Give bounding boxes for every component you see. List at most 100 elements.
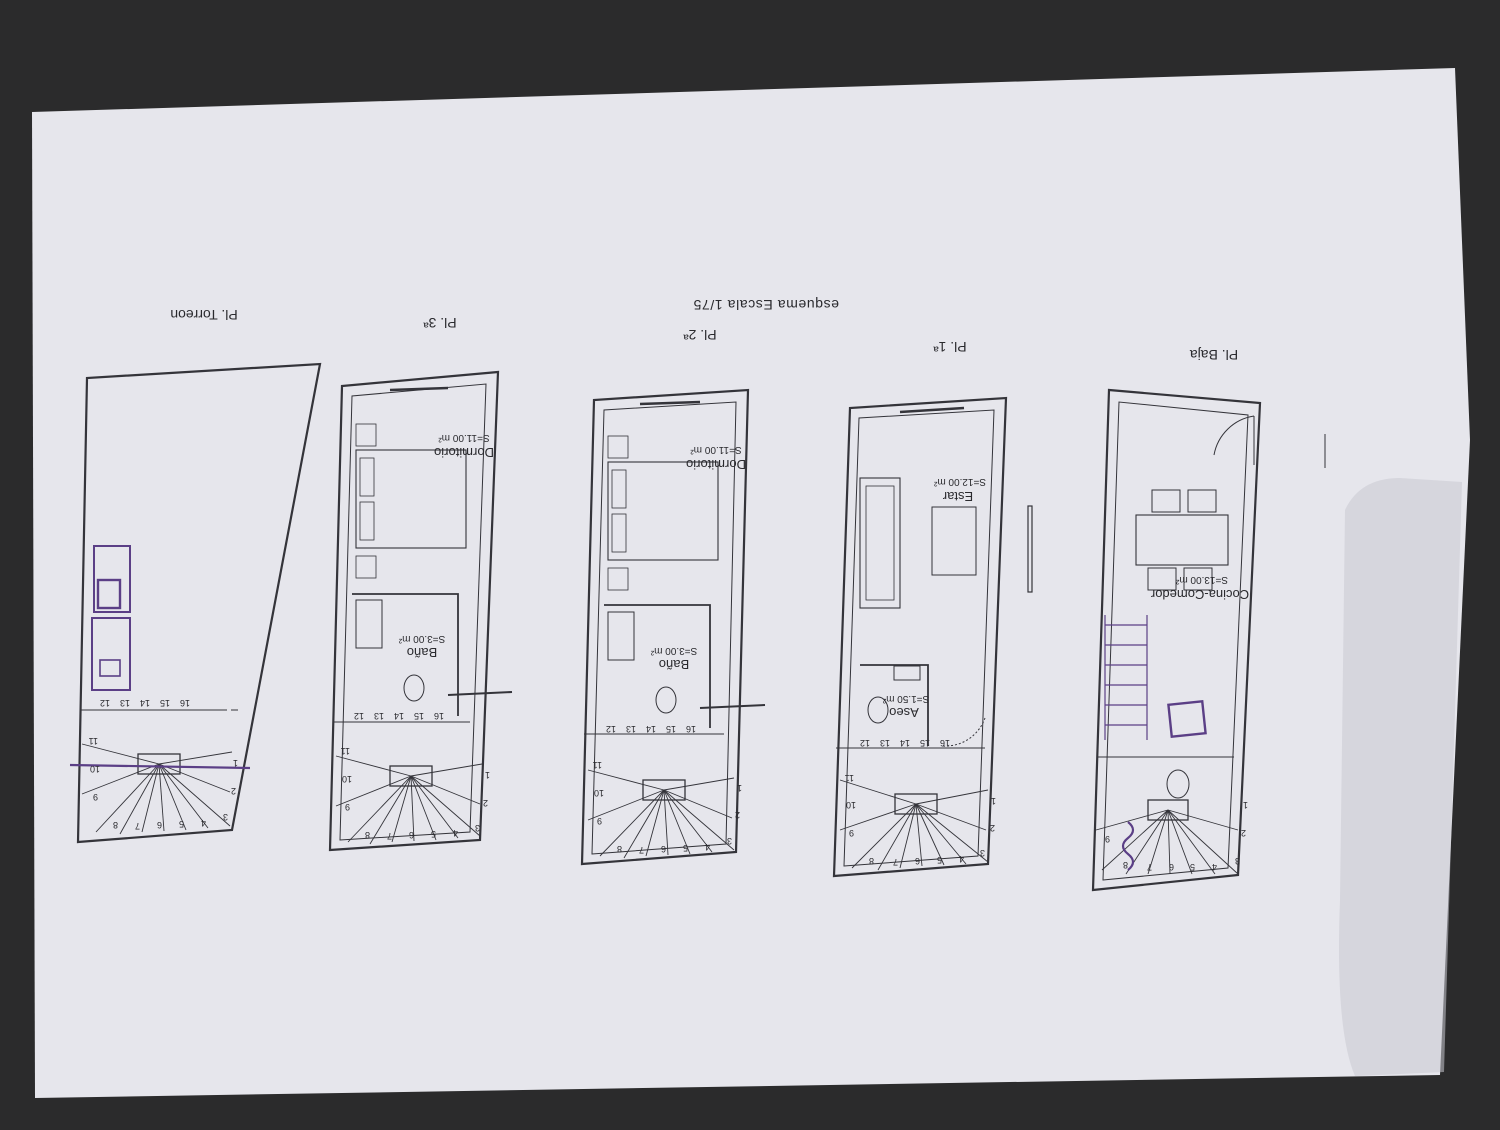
room-area: S=12.00 m²: [933, 476, 986, 487]
floor-pl-1: 1 2 3 4 5 6 7 8 9 10 11 12 13 14 15 16: [832, 339, 1033, 878]
shower: [607, 611, 635, 661]
stair-number: 4: [705, 842, 710, 852]
outer-wall: [1091, 388, 1262, 892]
aseo-door-swing: [942, 717, 986, 747]
room-name: Cocina-Comedor: [1150, 587, 1249, 602]
bed: [355, 449, 467, 549]
stair-number: 16: [686, 724, 696, 734]
stair-number: 13: [880, 738, 890, 748]
nightstand: [355, 555, 377, 579]
outer-wall: [328, 370, 500, 852]
stair-number: 3: [223, 812, 228, 822]
dining-table: [1135, 514, 1229, 566]
stair-number: 5: [683, 843, 688, 853]
stair-numbers: 1 2 3 4 5 6 7 8 9 10 11 12 13 14 15 16: [593, 724, 742, 855]
aseo-partition: [860, 664, 929, 746]
stair-number: 6: [915, 856, 920, 866]
stair-number: 16: [180, 698, 190, 708]
inner-wall: [1102, 401, 1249, 881]
stair-number: 8: [617, 844, 622, 854]
sofa: [859, 477, 901, 609]
room-area: S=1.50 m²: [882, 693, 929, 704]
stair-number: 5: [431, 829, 436, 839]
stair-number: 9: [1105, 834, 1110, 844]
stair: [80, 709, 233, 835]
toilet: [403, 674, 425, 702]
room-name: Baño: [659, 657, 689, 672]
room-area: S=13.00 m²: [1175, 574, 1228, 585]
inner-wall: [591, 401, 737, 855]
pillow: [359, 457, 375, 497]
inner-wall: [339, 383, 487, 841]
stair-number: 12: [860, 738, 870, 748]
chair: [1187, 489, 1217, 513]
stair-number: 7: [893, 857, 898, 867]
toilet: [867, 696, 889, 724]
stair-number: 11: [341, 746, 350, 756]
stair: [836, 747, 989, 871]
stair-number: 8: [365, 830, 370, 840]
floor-pl-torreon: 1 2 3 4 5 6 7 8 9 10 11 12 13 14 15 16: [69, 307, 322, 844]
stair-numbers: 1 2 3 4 5 6 7 8 9 10 11 12 13 14 15 16: [845, 738, 996, 867]
room-area: S=11.00 m²: [690, 444, 742, 455]
room-name: Dormitorio: [686, 457, 746, 472]
room-name: Dormitorio: [434, 445, 494, 460]
stair-number: 12: [100, 698, 110, 708]
stair-number: 10: [90, 764, 100, 774]
stair-number: 7: [135, 821, 140, 831]
paper-shadow: [1339, 478, 1462, 1076]
floor-pl-3: 1 2 3 4 5 6 7 8 9 10 11 12 13 14 15 16: [328, 315, 513, 852]
outer-wall: [832, 396, 1008, 878]
stair-number: 10: [846, 800, 856, 810]
stair-number: 4: [1212, 862, 1217, 872]
bed: [607, 461, 719, 561]
stair-number: 3: [1235, 856, 1240, 866]
bano-partition: [604, 604, 711, 728]
stair-number: 8: [869, 856, 874, 866]
stair-number: 2: [483, 798, 488, 808]
sketched-small-box: [99, 659, 121, 677]
stair-numbers: 1 2 3 4 5 6 7 8 9 10 11 12 13 14 15 16: [341, 711, 490, 841]
stair-number: 6: [409, 830, 414, 840]
stair-number: 3: [727, 836, 732, 846]
stair-number: 15: [414, 711, 424, 721]
stair-number: 1: [737, 783, 742, 793]
stair-number: 4: [453, 828, 458, 838]
stair-number: 9: [93, 792, 98, 802]
stair-number: 13: [626, 724, 636, 734]
stair: [584, 733, 735, 859]
stair-arrow: [69, 763, 251, 770]
sketched-coil: [1121, 821, 1135, 871]
nightstand: [607, 435, 629, 459]
window: [899, 406, 965, 414]
washbasin: [893, 665, 921, 681]
stair-number: 1: [1243, 800, 1248, 810]
bano-partition: [352, 593, 459, 716]
room-area: S=3.00 m²: [650, 645, 697, 656]
stair-number: 2: [990, 823, 995, 833]
stair-number: 5: [1190, 862, 1195, 872]
sketched-utility-box: [93, 545, 131, 613]
stair-number: 8: [113, 820, 118, 830]
stair-number: 11: [845, 773, 854, 783]
stair-number: 8: [1123, 860, 1128, 870]
bano-wall-marker: [447, 691, 513, 696]
floor-label: Pl. Torreon: [170, 307, 237, 323]
floor-pl-2: 1 2 3 4 5 6 7 8 9 10 11 12 13 14 15 16: [580, 327, 766, 866]
stair-number: 7: [639, 845, 644, 855]
stair-number: 10: [594, 788, 604, 798]
floor-label: Pl. 3ª: [423, 315, 457, 331]
toilet: [655, 686, 677, 714]
stair-number: 11: [593, 760, 602, 770]
stair-number: 4: [959, 854, 964, 864]
sketched-box: [1167, 699, 1207, 739]
room-name: Estar: [942, 489, 973, 504]
paper-sheet: [32, 68, 1470, 1098]
stair-number: 15: [920, 738, 930, 748]
room-area: S=3.00 m²: [398, 633, 445, 644]
stair-number: 9: [849, 828, 854, 838]
stair-number: 10: [342, 774, 352, 784]
stair-number: 6: [157, 820, 162, 830]
